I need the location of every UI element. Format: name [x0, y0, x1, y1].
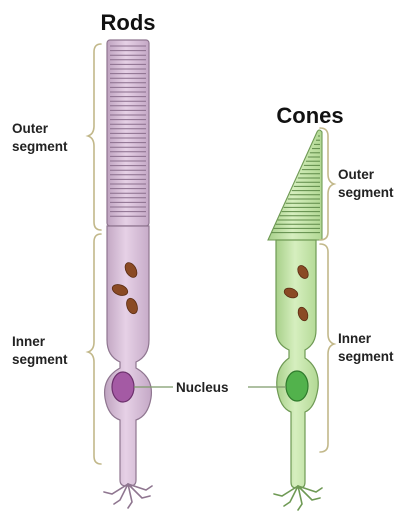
rods-title: Rods — [101, 10, 156, 35]
cone-inner-label-line1: Inner — [338, 331, 372, 346]
cone-nucleus — [286, 371, 308, 401]
rod-cell — [104, 40, 152, 508]
rod-nucleus — [112, 372, 134, 402]
nucleus-label: Nucleus — [176, 380, 229, 395]
cone-outer-label-line2: segment — [338, 185, 394, 200]
rod-inner-label-line2: segment — [12, 352, 68, 367]
cone-inner-segment — [276, 240, 318, 488]
rod-inner-bracket — [88, 234, 101, 464]
rod-outer-label-line1: Outer — [12, 121, 49, 136]
cone-synaptic-terminal — [274, 486, 322, 510]
cone-inner-bracket — [320, 244, 334, 452]
rod-outer-label-line2: segment — [12, 139, 68, 154]
rod-synaptic-terminal — [104, 484, 152, 508]
cone-cell — [268, 130, 322, 510]
rod-outer-bracket — [88, 44, 101, 230]
cones-title: Cones — [276, 103, 343, 128]
cone-inner-label-line2: segment — [338, 349, 394, 364]
cone-outer-segment — [268, 130, 322, 240]
cone-outer-label-line1: Outer — [338, 167, 375, 182]
rod-inner-label-line1: Inner — [12, 334, 46, 349]
